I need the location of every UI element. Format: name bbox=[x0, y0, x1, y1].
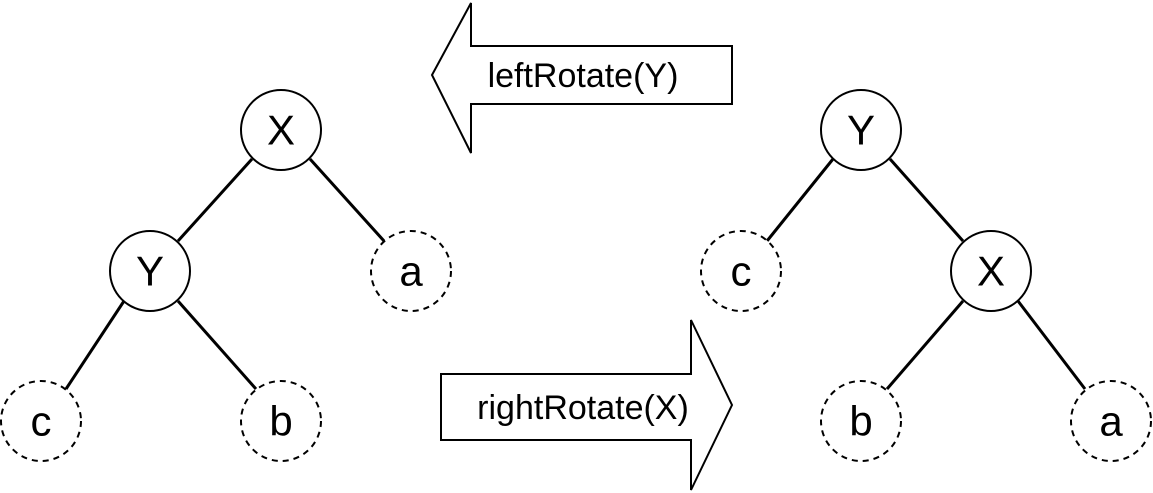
edge-left-x-y bbox=[176, 157, 254, 243]
right-tree-leaf-b: b bbox=[820, 380, 902, 462]
edge-left-y-c bbox=[64, 300, 126, 390]
left-tree-node-left-child: Y bbox=[109, 230, 191, 312]
left-rotate-label: leftRotate(Y) bbox=[488, 57, 679, 95]
right-rotate-arrow: rightRotate(X) bbox=[440, 319, 734, 491]
left-tree-leaf-c-label: c bbox=[31, 398, 52, 445]
right-arrow-shape bbox=[440, 319, 734, 491]
right-tree-edges bbox=[765, 158, 1087, 390]
left-tree-node-root: X bbox=[240, 89, 322, 171]
left-tree-leaf-b-label: b bbox=[269, 398, 292, 445]
left-rotate-arrow: leftRotate(Y) bbox=[430, 2, 733, 154]
edge-right-y-x bbox=[888, 158, 965, 242]
left-tree-root-label: X bbox=[267, 107, 295, 154]
left-tree-leaf-a-label: a bbox=[399, 248, 423, 295]
right-tree-root-label: Y bbox=[847, 107, 875, 154]
left-arrow-shape bbox=[430, 2, 733, 154]
right-tree-node-root: Y bbox=[820, 89, 902, 171]
right-tree-leaf-a-label: a bbox=[1099, 398, 1123, 445]
left-tree-edges bbox=[64, 157, 386, 390]
edge-left-x-a bbox=[308, 157, 386, 243]
left-tree-left-child-label: Y bbox=[136, 248, 164, 295]
edge-right-x-b bbox=[885, 300, 965, 390]
edge-right-x-a bbox=[1016, 300, 1087, 390]
right-tree-leaf-c-label: c bbox=[731, 248, 752, 295]
right-tree-leaf-a: a bbox=[1070, 380, 1152, 462]
left-tree-leaf-c: c bbox=[0, 380, 82, 462]
right-tree-leaf-b-label: b bbox=[849, 398, 872, 445]
edge-left-y-b bbox=[176, 300, 258, 390]
right-tree-leaf-c: c bbox=[700, 230, 782, 312]
left-tree-leaf-b: b bbox=[240, 380, 322, 462]
left-tree-leaf-a: a bbox=[370, 230, 452, 312]
edge-right-y-c bbox=[765, 158, 835, 242]
right-tree-node-right-child: X bbox=[950, 230, 1032, 312]
right-rotate-label: rightRotate(X) bbox=[477, 389, 689, 427]
right-tree-right-child-label: X bbox=[977, 248, 1005, 295]
